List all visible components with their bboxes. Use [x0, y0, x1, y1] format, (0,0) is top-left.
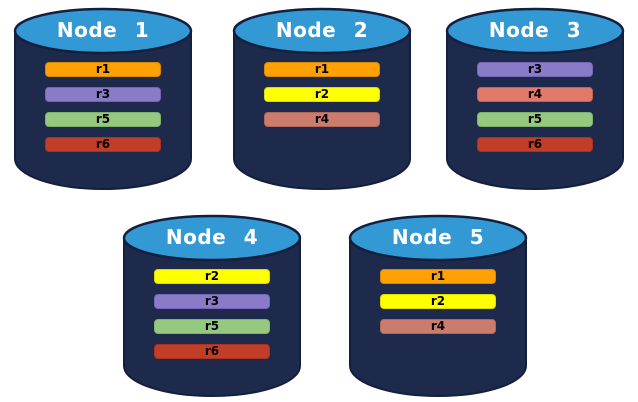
- replica-list: r2 r3 r5 r6: [121, 269, 303, 359]
- replica-label: r3: [204, 294, 220, 308]
- replica-label: r3: [527, 62, 543, 76]
- node-5: Node 5 r1 r2 r4: [347, 213, 529, 399]
- replica-bar-r5: r5: [477, 112, 593, 127]
- node-3: Node 3 r3 r4 r5 r6: [444, 6, 626, 192]
- replica-bar-r2: r2: [380, 294, 496, 309]
- node-1: Node 1 r1 r3 r5 r6: [12, 6, 194, 192]
- replica-label: r2: [314, 87, 330, 101]
- replica-label: r4: [527, 87, 543, 101]
- replica-bar-r1: r1: [45, 62, 161, 77]
- replica-label: r5: [95, 112, 111, 126]
- replica-bar-r1: r1: [264, 62, 380, 77]
- node-title: Node 1: [56, 18, 150, 42]
- replica-label: r4: [430, 319, 446, 333]
- node-title: Node 5: [391, 225, 485, 249]
- replica-bar-r3: r3: [477, 62, 593, 77]
- replica-label: r6: [527, 137, 543, 151]
- replica-bar-r1: r1: [380, 269, 496, 284]
- replica-label: r1: [430, 269, 446, 283]
- replica-bar-r5: r5: [154, 319, 270, 334]
- replica-bar-r6: r6: [154, 344, 270, 359]
- replica-label: r3: [95, 87, 111, 101]
- replica-bar-r5: r5: [45, 112, 161, 127]
- replica-label: r6: [204, 344, 220, 358]
- replica-bar-r6: r6: [45, 137, 161, 152]
- replica-label: r2: [430, 294, 446, 308]
- replica-label: r4: [314, 112, 330, 126]
- node-2: Node 2 r1 r2 r4: [231, 6, 413, 192]
- node-4: Node 4 r2 r3 r5 r6: [121, 213, 303, 399]
- replica-label: r5: [204, 319, 220, 333]
- replica-list: r1 r2 r4: [347, 269, 529, 334]
- replica-bar-r4: r4: [477, 87, 593, 102]
- replica-label: r1: [95, 62, 111, 76]
- replica-list: r1 r3 r5 r6: [12, 62, 194, 152]
- replica-label: r1: [314, 62, 330, 76]
- replica-label: r5: [527, 112, 543, 126]
- replica-bar-r2: r2: [154, 269, 270, 284]
- replica-bar-r6: r6: [477, 137, 593, 152]
- replica-list: r3 r4 r5 r6: [444, 62, 626, 152]
- replica-bar-r4: r4: [264, 112, 380, 127]
- replica-label: r6: [95, 137, 111, 151]
- replica-bar-r3: r3: [154, 294, 270, 309]
- replica-bar-r2: r2: [264, 87, 380, 102]
- replica-label: r2: [204, 269, 220, 283]
- node-title: Node 2: [275, 18, 369, 42]
- replica-list: r1 r2 r4: [231, 62, 413, 127]
- replica-bar-r4: r4: [380, 319, 496, 334]
- replica-bar-r3: r3: [45, 87, 161, 102]
- node-title: Node 4: [165, 225, 259, 249]
- node-title: Node 3: [488, 18, 582, 42]
